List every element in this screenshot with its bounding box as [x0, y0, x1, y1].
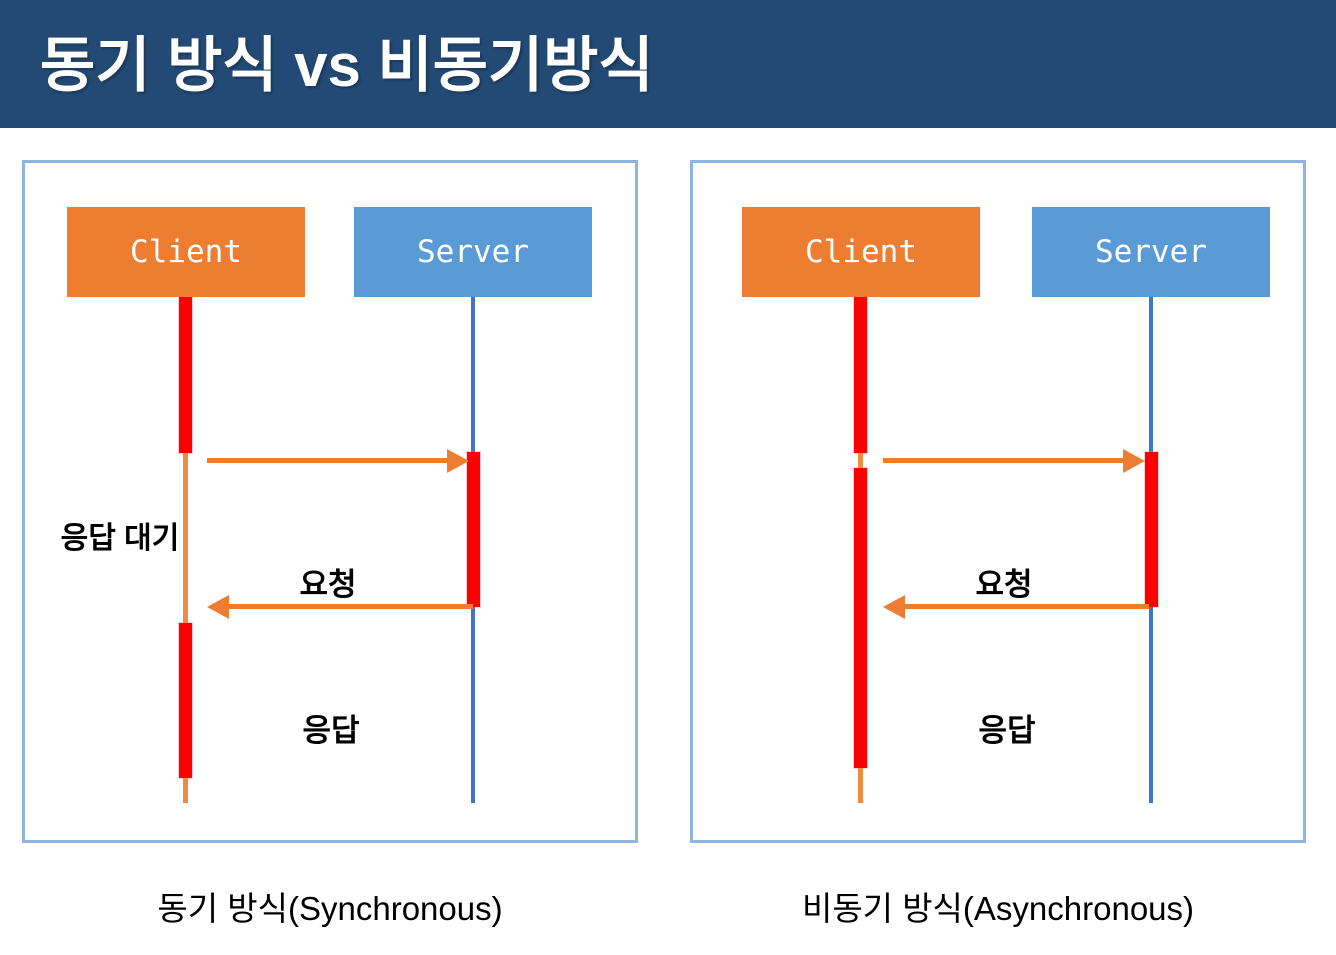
- async-request-label: 요청: [975, 567, 1033, 602]
- async-client-lifeline: [858, 768, 863, 803]
- async-response-arrow: [905, 604, 1149, 609]
- sync-request-label: 요청: [299, 567, 357, 602]
- async-server-lifeline: [1149, 607, 1153, 803]
- sync-response-arrow: [229, 604, 473, 609]
- sync-client-activation-bar: [179, 623, 192, 778]
- async-server-box: Server: [1032, 207, 1270, 297]
- async-request-arrow: [883, 458, 1125, 463]
- title-bar: 동기 방식 vs 비동기방식: [0, 0, 1336, 128]
- sync-server-box: Server: [354, 207, 592, 297]
- sync-client-lifeline: [183, 453, 188, 623]
- async-response-label: 응답: [978, 713, 1036, 748]
- async-client-activation-bar: [854, 468, 867, 768]
- sync-client-label: Client: [130, 234, 242, 270]
- async-client-label: Client: [805, 234, 917, 270]
- async-caption: 비동기 방식(Asynchronous): [801, 890, 1195, 927]
- sync-panel: Client Server 요청 응답 응답 대기: [22, 160, 638, 843]
- sync-server-lifeline: [471, 297, 475, 452]
- async-client-lifeline: [858, 453, 863, 468]
- sync-client-box: Client: [67, 207, 305, 297]
- async-request-arrowhead-icon: [1123, 449, 1145, 473]
- async-client-box: Client: [742, 207, 980, 297]
- sync-server-label: Server: [417, 234, 529, 270]
- sync-server-lifeline: [471, 607, 475, 803]
- sync-request-arrow: [207, 458, 449, 463]
- sync-wait-label: 응답 대기: [60, 522, 180, 555]
- async-server-label: Server: [1095, 234, 1207, 270]
- async-panel: Client Server 요청 응답: [690, 160, 1306, 843]
- async-client-activation-bar: [854, 297, 867, 453]
- async-server-lifeline: [1149, 297, 1153, 452]
- sync-server-activation-bar: [467, 452, 480, 607]
- sync-response-arrowhead-icon: [207, 595, 229, 619]
- sync-request-arrowhead-icon: [447, 449, 469, 473]
- sync-caption: 동기 방식(Synchronous): [157, 890, 503, 927]
- sync-response-label: 응답: [302, 713, 360, 748]
- sync-client-lifeline: [183, 778, 188, 803]
- async-server-activation-bar: [1145, 452, 1158, 607]
- sync-client-activation-bar: [179, 297, 192, 453]
- async-response-arrowhead-icon: [883, 595, 905, 619]
- page-title: 동기 방식 vs 비동기방식: [40, 31, 654, 99]
